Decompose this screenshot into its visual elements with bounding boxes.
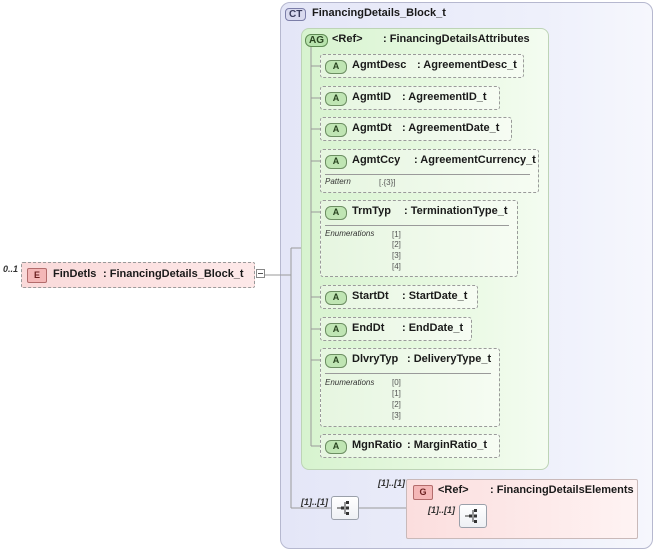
complex-type-badge: CT bbox=[285, 8, 307, 21]
group-badge: G bbox=[413, 485, 433, 500]
attribute-badge: A bbox=[325, 440, 347, 454]
complex-type-name[interactable]: FinancingDetails_Block_t bbox=[312, 7, 446, 19]
facet-value: [.{3}] bbox=[379, 178, 396, 187]
attribute-group-type[interactable]: : FinancingDetailsAttributes bbox=[383, 33, 530, 45]
attribute-type: : DeliveryType_t bbox=[407, 353, 492, 365]
attribute-badge: A bbox=[325, 354, 347, 368]
attribute-enddt[interactable]: A EndDt : EndDate_t bbox=[320, 317, 472, 341]
group-ref-type[interactable]: : FinancingDetailsElements bbox=[490, 484, 634, 496]
group-sequence-compositor-icon[interactable] bbox=[459, 504, 487, 528]
attribute-type: : AgreementCurrency_t bbox=[414, 154, 536, 166]
attribute-agmtdesc[interactable]: A AgmtDesc : AgreementDesc_t bbox=[320, 54, 524, 78]
collapse-toggle-icon[interactable] bbox=[256, 269, 265, 278]
attribute-type: : AgreementDesc_t bbox=[417, 59, 517, 71]
group-ref-box[interactable] bbox=[406, 479, 638, 539]
facet-value: [3] bbox=[392, 411, 401, 420]
attribute-badge: A bbox=[325, 92, 347, 106]
facet-value: [4] bbox=[392, 262, 401, 271]
attribute-badge: A bbox=[325, 123, 347, 137]
attribute-name: DlvryTyp bbox=[352, 353, 399, 365]
attribute-name: AgmtDesc bbox=[352, 59, 407, 71]
attribute-name: AgmtDt bbox=[352, 122, 392, 134]
attribute-badge: A bbox=[325, 206, 347, 220]
sequence-glyph-icon bbox=[337, 501, 349, 515]
element-occurrence: 0..1 bbox=[3, 264, 19, 274]
attribute-type: : StartDate_t bbox=[402, 290, 468, 302]
attribute-dlvrytyp[interactable]: A DlvryTyp : DeliveryType_t Enumerations… bbox=[320, 348, 500, 427]
attribute-agmtdt[interactable]: A AgmtDt : AgreementDate_t bbox=[320, 117, 512, 141]
facet-label: Enumerations bbox=[325, 378, 375, 387]
sequence-glyph-icon bbox=[465, 509, 477, 523]
attribute-type: : MarginRatio_t bbox=[407, 439, 488, 451]
facet-value: [2] bbox=[392, 400, 401, 409]
facet-divider bbox=[325, 225, 509, 226]
facet-value: [1] bbox=[392, 389, 401, 398]
element-badge: E bbox=[27, 268, 47, 283]
attribute-name: AgmtCcy bbox=[352, 154, 401, 166]
element-type[interactable]: : FinancingDetails_Block_t bbox=[103, 268, 244, 280]
attribute-group-ref-label: <Ref> bbox=[332, 33, 363, 45]
attribute-name: AgmtID bbox=[352, 91, 392, 103]
attribute-agmtccy[interactable]: A AgmtCcy : AgreementCurrency_t Pattern … bbox=[320, 149, 539, 193]
group-occurrence: [1]..[1] bbox=[378, 478, 405, 488]
sequence-compositor-icon[interactable] bbox=[331, 496, 359, 520]
attribute-name: StartDt bbox=[352, 290, 389, 302]
attribute-type: : AgreementDate_t bbox=[402, 122, 500, 134]
facet-value: [3] bbox=[392, 251, 401, 260]
element-name[interactable]: FinDetls bbox=[53, 268, 97, 280]
attribute-type: : EndDate_t bbox=[402, 322, 464, 334]
group-ref-label: <Ref> bbox=[438, 484, 469, 496]
attribute-name: MgnRatio bbox=[352, 439, 403, 451]
facet-label: Enumerations bbox=[325, 229, 375, 238]
facet-divider bbox=[325, 373, 491, 374]
attribute-group-badge: AG bbox=[305, 34, 328, 47]
attribute-badge: A bbox=[325, 291, 347, 305]
attribute-type: : AgreementID_t bbox=[402, 91, 487, 103]
facet-label: Pattern bbox=[325, 177, 351, 186]
facet-divider bbox=[325, 174, 530, 175]
attribute-badge: A bbox=[325, 155, 347, 169]
attribute-badge: A bbox=[325, 323, 347, 337]
attribute-name: TrmTyp bbox=[352, 205, 391, 217]
attribute-badge: A bbox=[325, 60, 347, 74]
facet-value: [1] bbox=[392, 230, 401, 239]
attribute-mgnratio[interactable]: A MgnRatio : MarginRatio_t bbox=[320, 434, 500, 458]
sequence-occurrence: [1]..[1] bbox=[301, 497, 328, 507]
attribute-startdt[interactable]: A StartDt : StartDate_t bbox=[320, 285, 478, 309]
attribute-name: EndDt bbox=[352, 322, 385, 334]
attribute-agmtid[interactable]: A AgmtID : AgreementID_t bbox=[320, 86, 500, 110]
attribute-type: : TerminationType_t bbox=[404, 205, 508, 217]
attribute-trmtyp[interactable]: A TrmTyp : TerminationType_t Enumeration… bbox=[320, 200, 518, 277]
element-box[interactable] bbox=[21, 262, 255, 288]
facet-value: [2] bbox=[392, 240, 401, 249]
group-inner-sequence-occurrence: [1]..[1] bbox=[428, 505, 455, 515]
facet-value: [0] bbox=[392, 378, 401, 387]
